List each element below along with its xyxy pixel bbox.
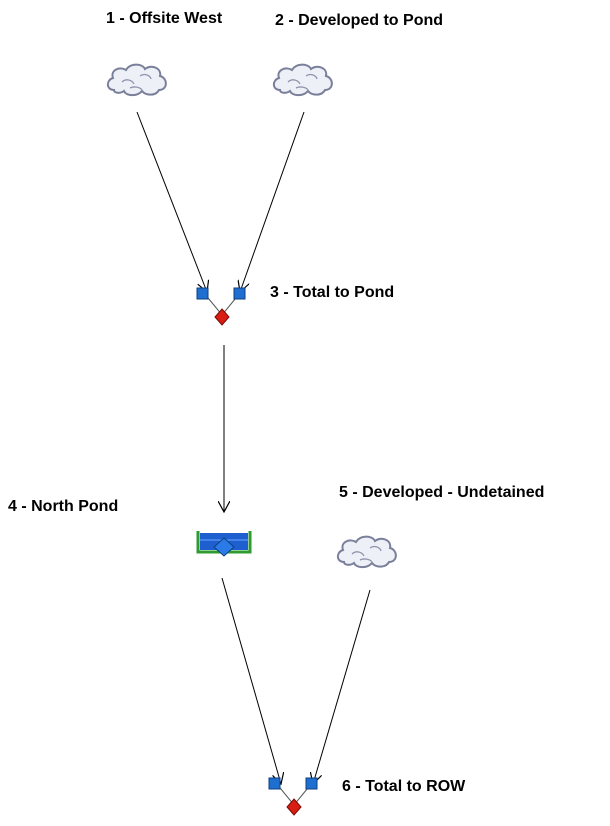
- pond-4-pond-icon[interactable]: [195, 528, 253, 562]
- subbasin-1-label: 1 - Offsite West: [106, 10, 223, 27]
- subbasin-1-cloud-icon[interactable]: [104, 60, 172, 100]
- subbasin-2-label: 2 - Developed to Pond: [275, 12, 444, 29]
- subbasin-5-cloud-icon[interactable]: [334, 532, 402, 572]
- subbasin-2-cloud-icon[interactable]: [270, 60, 338, 100]
- junction-6-junction-icon[interactable]: [266, 775, 322, 821]
- subbasin-5-label: 5 - Developed - Undetained: [339, 484, 545, 501]
- junction-3-label: 3 - Total to Pond: [270, 284, 395, 301]
- links-layer: [136, 111, 371, 784]
- pond-4-label: 4 - North Pond: [8, 498, 119, 515]
- link-n5-to-n6[interactable]: [313, 589, 371, 784]
- junction-3-junction-icon[interactable]: [194, 285, 250, 331]
- link-n1-to-n3[interactable]: [136, 111, 207, 292]
- link-n2-to-n3[interactable]: [240, 111, 305, 292]
- junction-6-label: 6 - Total to ROW: [342, 778, 466, 795]
- link-n4-to-n6[interactable]: [221, 577, 281, 784]
